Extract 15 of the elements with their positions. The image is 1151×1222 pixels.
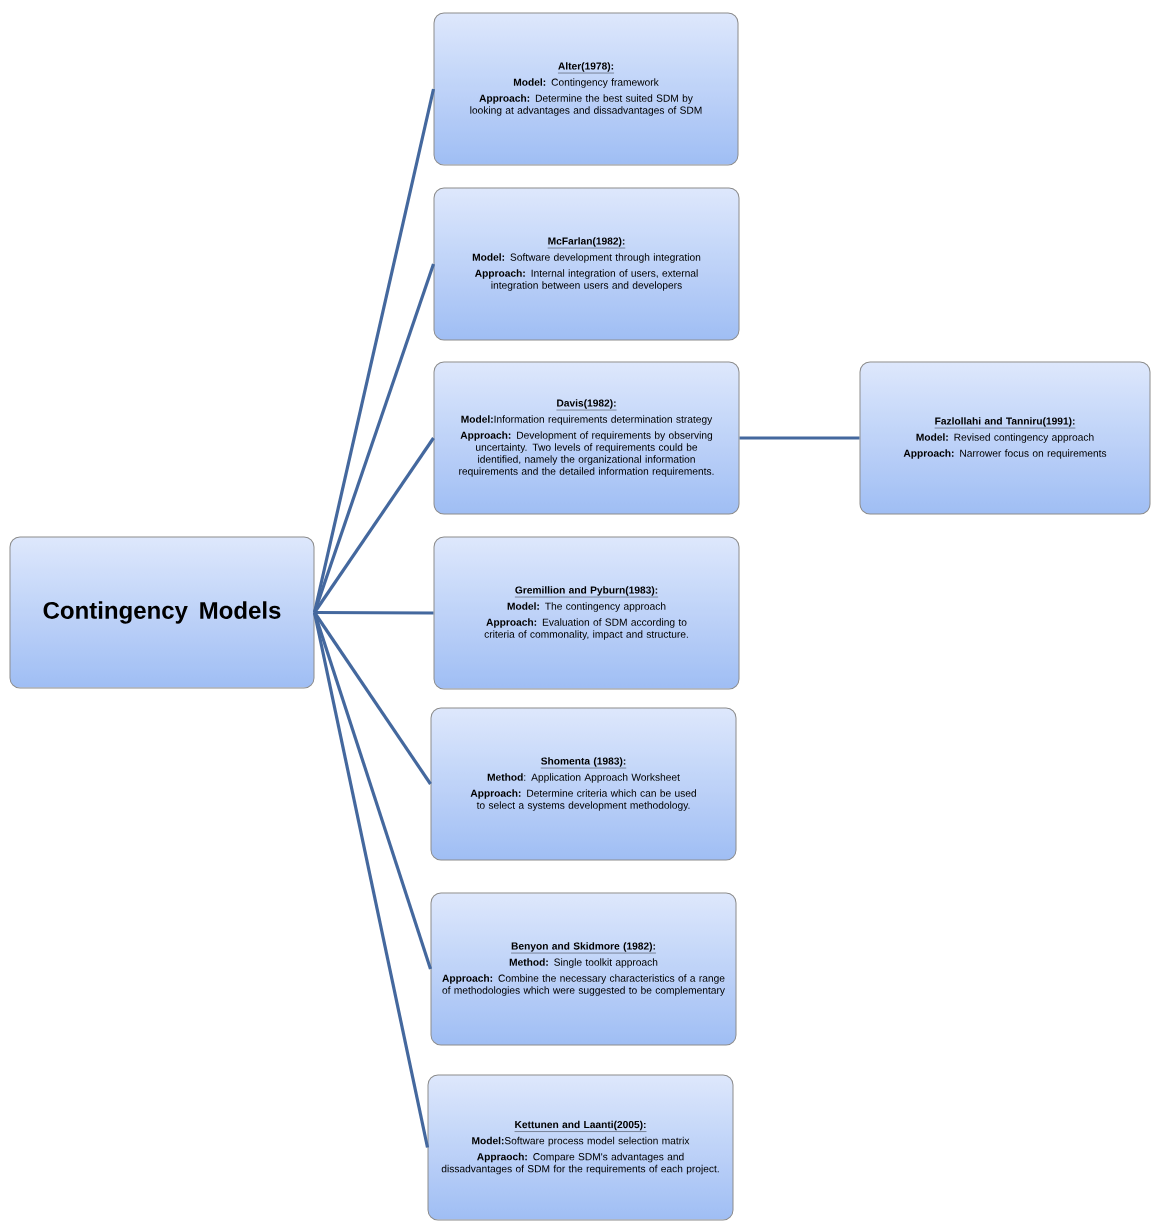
model-box: Alter(1978): Model: Contingency framework Approach: Determine the best suited SDM by looking at advantages and dissadvantages of SDM (433, 12, 739, 166)
model-box: Kettunen and Laanti(2005): Model:Software process model selection matrix Appraoch: Compare SDM's advantages and dissadvantages of SDM for the requirements of each project. (427, 1074, 734, 1221)
model-box: Benyon and Skidmore (1982): Method: Single toolkit approach Approach: Combine the necessary characteristics of a range of methodologies which were suggested to be complementary (430, 892, 737, 1046)
connector-line (313, 611, 432, 785)
connector-line (313, 437, 435, 614)
model-box: Gremillion and Pyburn(1983): Model: The contingency approach Approach: Evaluation of SDM according to criteria of commonality, impact and structure. (433, 536, 740, 690)
model-box: Davis(1982): Model:Information requirements determination strategy Approach: Development of requirements by observing uncertainty. Two levels of requirements could be identified, namely the organizational information requirements and the detailed information requirements. (433, 361, 740, 515)
model-box: Fazlollahi and Tanniru(1991): Model: Revised contingency approach Approach: Narrower focus on requirements (859, 361, 1151, 515)
model-box: McFarlan(1982): Model: Software development through integration Approach: Internal integration of users, external integration between users and developers (433, 187, 740, 341)
topic-box: Contingency Models (9, 536, 315, 689)
connector-line (739, 436, 860, 440)
connector-line (313, 263, 436, 613)
model-box: Shomenta (1983): Method: Application Approach Worksheet Approach: Determine criteria which can be used to select a systems development methodology. (430, 707, 737, 861)
connector-line (312, 612, 430, 1148)
connector-line (314, 610, 434, 615)
